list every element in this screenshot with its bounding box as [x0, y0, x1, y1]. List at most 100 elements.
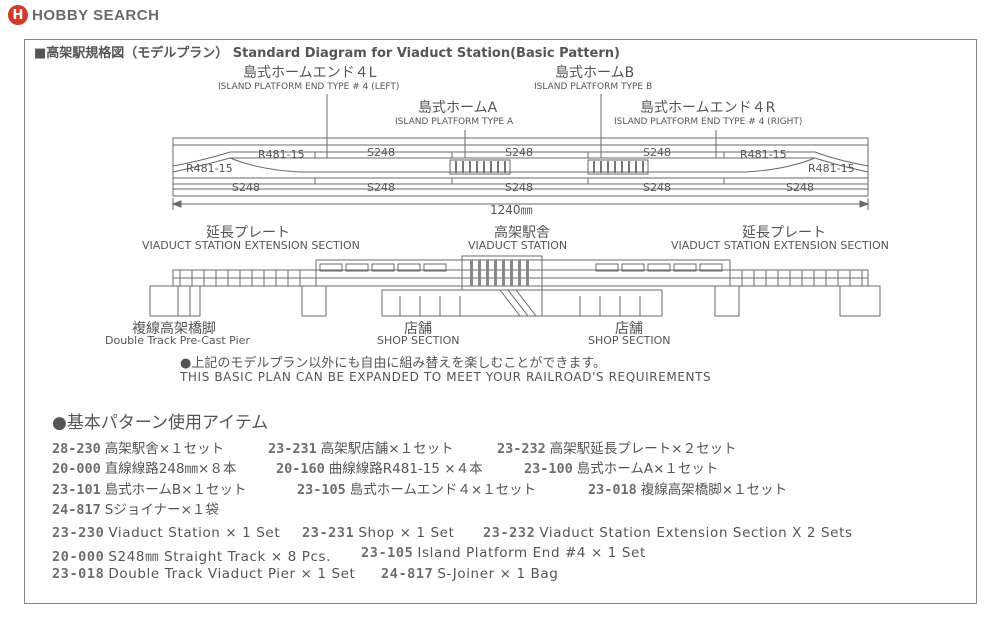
item-code: 23-100 — [524, 461, 573, 477]
station-block — [587, 159, 649, 175]
item-code: 24-817 — [52, 502, 101, 518]
label-shop1-en: SHOP SECTION — [377, 334, 460, 347]
track-label: S248 — [367, 146, 395, 159]
item-text: Shop × 1 Set — [358, 525, 455, 541]
track-label: S248 — [786, 181, 814, 194]
item-code: 23-231 — [268, 441, 317, 457]
pier — [301, 285, 327, 317]
item-text: 高架駅店舗×１セット — [320, 441, 454, 457]
item-text: Sジョイナー×１袋 — [104, 502, 219, 518]
label-ext-right-en: VIADUCT STATION EXTENSION SECTION — [671, 239, 889, 252]
item-code: 20-000 — [52, 461, 101, 477]
railing — [179, 270, 863, 286]
track-label: R481-15 — [186, 162, 233, 175]
item-code: 23-232 — [483, 525, 536, 541]
item-code: 23-231 — [302, 525, 355, 541]
item-text: Viaduct Station Extension Section X 2 Se… — [539, 525, 853, 541]
item-text: 直線線路248㎜×８本 — [104, 461, 237, 477]
label-end4l-en: ISLAND PLATFORM END TYPE # 4 (LEFT) — [218, 82, 400, 92]
item-text: S-Joiner × 1 Bag — [437, 566, 559, 582]
pier-left — [149, 285, 191, 317]
track-label: S248 — [643, 181, 671, 194]
item-code: 20-160 — [276, 461, 325, 477]
station-block — [449, 159, 511, 175]
diagram-title: ■高架駅規格図（モデルプラン） Standard Diagram for Via… — [34, 46, 620, 61]
item-text: 島式ホームB×１セット — [104, 482, 247, 498]
item-text: 高架駅延長プレート×２セット — [549, 441, 737, 457]
note-en: THIS BASIC PLAN CAN BE EXPANDED TO MEET … — [180, 370, 712, 384]
item-text: 複線高架橋脚×１セット — [640, 482, 788, 498]
note-ja: ●上記のモデルプラン以外にも自由に組み替えを楽しむことができます。 — [180, 356, 607, 371]
label-end4r-ja: 島式ホームエンド４R — [640, 100, 776, 116]
item-text: Double Track Viaduct Pier × 1 Set — [108, 566, 356, 582]
logo-mark-icon: H — [8, 5, 28, 25]
label-pier-en: Double Track Pre-Cast Pier — [105, 334, 250, 347]
item-code: 23-018 — [52, 566, 105, 582]
item-code: 23-018 — [588, 482, 637, 498]
label-ext-right-ja: 延長プレート — [742, 225, 826, 241]
label-plata-en: ISLAND PLATFORM TYPE A — [395, 117, 514, 127]
item-code: 23-105 — [361, 545, 414, 561]
item-code: 23-101 — [52, 482, 101, 498]
site-logo[interactable]: H HOBBY SEARCH — [8, 4, 159, 26]
track-label: R481-15 — [808, 162, 855, 175]
track-label: S248 — [643, 146, 671, 159]
item-code: 23-230 — [52, 525, 105, 541]
item-text: 高架駅舎×１セット — [104, 441, 225, 457]
diagram-frame — [24, 39, 977, 604]
label-ext-left-en: VIADUCT STATION EXTENSION SECTION — [142, 239, 360, 252]
label-shop2-en: SHOP SECTION — [588, 334, 671, 347]
platform-outline — [229, 157, 816, 173]
logo-text: HOBBY SEARCH — [32, 6, 160, 24]
item-text: 曲線線路R481-15 ×４本 — [328, 461, 483, 477]
label-ext-left-ja: 延長プレート — [206, 225, 290, 241]
curve-track — [172, 151, 231, 167]
track-label: S248 — [505, 181, 533, 194]
label-station-en: VIADUCT STATION — [468, 239, 568, 252]
label-end4r-en: ISLAND PLATFORM END TYPE # 4 (RIGHT) — [614, 117, 803, 127]
station-stairs — [499, 289, 537, 317]
label-pier-ja: 複線高架橋脚 — [132, 321, 216, 337]
pier-right — [839, 285, 881, 317]
item-code: 28-230 — [52, 441, 101, 457]
label-platb-en: ISLAND PLATFORM TYPE B — [534, 82, 653, 92]
label-shop1-ja: 店舗 — [404, 321, 432, 337]
item-code: 20-000 — [52, 549, 105, 565]
item-code: 23-105 — [297, 482, 346, 498]
label-end4l-ja: 島式ホームエンド４L — [243, 65, 377, 81]
track-label: R481-15 — [740, 148, 787, 161]
curve-track — [814, 151, 869, 167]
viaduct-station-building — [315, 259, 731, 287]
track-plan-outline — [172, 137, 869, 197]
label-platb-ja: 島式ホームB — [555, 65, 635, 81]
item-text: Viaduct Station × 1 Set — [108, 525, 281, 541]
items-title: ●基本パターン使用アイテム — [52, 413, 269, 433]
pier — [714, 285, 740, 317]
item-text: S248㎜ Straight Track × 8 Pcs. — [108, 549, 332, 565]
item-code: 23-232 — [497, 441, 546, 457]
track-label: S248 — [367, 181, 395, 194]
item-text: Island Platform End #4 × 1 Set — [417, 545, 646, 561]
label-shop2-ja: 店舗 — [615, 321, 643, 337]
label-station-ja: 高架駅舎 — [494, 225, 550, 241]
item-text: 島式ホームA×１セット — [576, 461, 719, 477]
curve-track — [172, 157, 231, 173]
